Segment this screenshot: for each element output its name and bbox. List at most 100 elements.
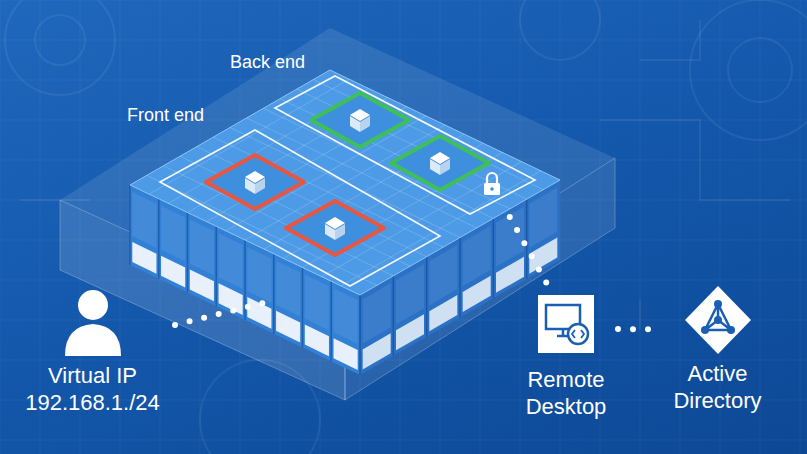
rd-icon [531,290,601,362]
stack-top [130,70,560,295]
server-front [463,226,491,286]
cube-right [255,178,265,194]
cube-left [325,224,335,240]
grid-line [680,0,681,454]
server-front [161,206,185,262]
region-label: Front end [127,104,204,126]
server-base [305,325,329,357]
server-front [219,233,243,289]
vm-box-green [391,136,489,190]
server-divider [302,268,304,348]
cube-right [335,224,345,240]
cube-left [430,159,440,175]
server-front [190,220,214,276]
lock-body [484,183,500,195]
dotted-connector [510,217,551,290]
server-base [247,297,271,329]
server-divider [493,218,495,298]
server-divider [129,185,131,265]
region-border [160,130,440,286]
node-label: Remote Desktop [514,366,618,420]
node-label: Active Directory [660,360,775,414]
ad-node [714,300,722,308]
server-divider [459,238,461,318]
remote-desktop: Remote Desktop [514,290,618,420]
grid-line [0,440,807,441]
server-divider [273,254,275,334]
back-end-region: Back end [225,45,560,217]
grid-line [640,0,641,454]
server-front [132,192,156,248]
top-grid [147,79,544,286]
cube-right [440,159,450,175]
vm-box-red [206,155,304,209]
server-base [161,256,185,288]
server-front [334,288,358,344]
server-base [190,270,214,302]
cube-left [245,178,255,194]
server-base [463,276,491,312]
vm-cube-icons [245,109,450,240]
active-directory: Active Directory [660,284,775,414]
server-front [247,247,271,303]
grid-line [40,0,41,454]
grid-line [0,40,807,41]
server-divider [393,276,395,356]
dotted-connector [618,326,660,333]
ad-node [701,326,709,334]
user-icon [58,286,128,358]
ad-node [714,316,722,324]
user-head [78,290,108,320]
ad-icon [683,284,753,356]
rd-arrows [572,330,584,338]
front-end-region: Front end [122,100,462,300]
server-divider [359,295,361,375]
lock-shackle [487,173,497,183]
server-divider [187,213,189,293]
region-border [275,76,535,214]
server-front [396,264,424,324]
cube-right [360,116,370,132]
node-label: Virtual IP [10,362,175,389]
server-divider [426,257,428,337]
server-divider [526,199,528,279]
server-base [396,314,424,350]
user-endpoint: Virtual IP192.168.1./24 [10,286,175,416]
server-front [305,275,329,331]
ad-node [727,326,735,334]
lock-hole [490,187,494,191]
grid-line [0,0,1,454]
server-front [429,245,457,305]
grid-line [760,0,761,454]
ad-diamond [685,286,751,354]
gear-decor [5,0,115,95]
server-front [363,283,391,343]
server-base [276,311,300,343]
background-decor [5,0,807,454]
rd-tile [538,295,594,353]
server-base [334,338,358,370]
grid-line [800,0,801,454]
grid-line [0,0,807,1]
cube-left [350,116,360,132]
server-divider [158,199,160,279]
node-label: 192.168.1./24 [10,389,175,416]
region-label: Back end [230,51,305,73]
server-front [276,261,300,317]
lock-icon [484,173,500,195]
rd-badge [568,324,588,344]
vm-box-green [311,93,409,147]
server-divider [216,226,218,306]
user-body [65,324,121,356]
server-base [363,333,391,369]
region-outline [122,100,462,300]
dotted-connector [175,300,275,325]
gear-decor [690,0,807,140]
front-end-vms [206,155,384,255]
server-base [132,242,156,274]
server-divider [331,281,333,361]
server-front [529,188,557,248]
server-base [496,257,524,293]
